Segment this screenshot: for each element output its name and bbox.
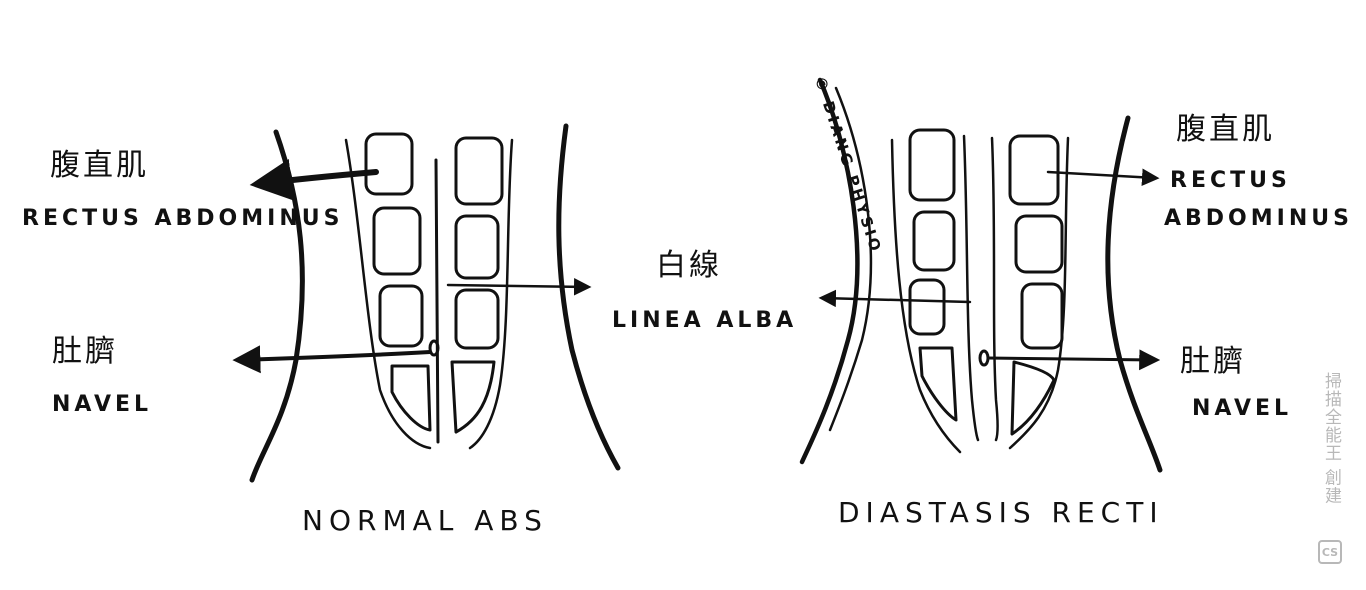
diastasis-recti-figure: [799, 77, 1163, 473]
right-ab-block: [908, 128, 956, 202]
left-body-outline-right: [556, 123, 621, 471]
right-rectus-label-en-1: RECTUS: [1170, 168, 1291, 193]
right-sheath-left-outer: [890, 138, 962, 454]
left-navel-mark: [428, 339, 440, 357]
normal-abs-figure: [232, 123, 621, 483]
normal-abs-caption: NORMAL ABS: [302, 504, 548, 537]
right-navel-label-en: NAVEL: [1192, 396, 1293, 421]
right-rectus-label-en-2: ABDOMINUS: [1164, 206, 1353, 231]
left-rectus-arrow: [249, 158, 379, 201]
right-body-outline-right: [1105, 115, 1163, 473]
right-sheath-right-inner: [990, 136, 999, 442]
right-ab-block: [1014, 214, 1064, 274]
linea-alba-label-en: LINEA ALBA: [612, 308, 798, 333]
right-ab-block: [1008, 134, 1060, 206]
right-ab-block: [1010, 360, 1056, 436]
right-linea-alba-arrow: [818, 289, 972, 308]
left-navel-arrow: [232, 345, 432, 374]
scanner-watermark: 掃描全能王 創建: [1321, 372, 1341, 505]
credit-band-inner: [828, 86, 873, 432]
right-ab-block: [1020, 282, 1064, 350]
left-ab-block: [390, 364, 432, 432]
left-rectus-label-en: RECTUS ABDOMINUS: [22, 206, 344, 231]
linea-alba-arrow: [446, 278, 592, 296]
left-sheath-right: [468, 138, 514, 450]
linea-alba-label-cn: 白線: [656, 248, 722, 283]
right-rectus-arrow: [1046, 168, 1160, 186]
left-ab-block: [454, 288, 500, 350]
right-sheath-right-outer: [1008, 136, 1070, 450]
right-ab-block: [918, 346, 958, 422]
right-ab-block: [912, 210, 956, 272]
left-ab-block: [372, 206, 422, 276]
left-navel-label-en: NAVEL: [52, 392, 153, 417]
left-ab-block: [454, 214, 500, 280]
left-ab-block: [454, 136, 504, 206]
left-ab-block: [364, 132, 414, 196]
left-sheath-left: [344, 138, 432, 450]
left-rectus-label-cn: 腹直肌: [50, 148, 149, 183]
left-ab-block: [450, 360, 496, 434]
diastasis-recti-caption: DIASTASIS RECTI: [838, 496, 1164, 529]
right-rectus-label-cn: 腹直肌: [1176, 112, 1275, 147]
credit-band-outline: [799, 77, 860, 465]
left-ab-block: [378, 284, 424, 348]
right-navel-label-cn: 肚臍: [1180, 344, 1246, 379]
scanner-logo-icon: CS: [1318, 540, 1342, 564]
right-navel-arrow: [986, 349, 1161, 371]
left-linea-alba: [434, 158, 440, 444]
right-ab-block: [908, 278, 946, 336]
right-sheath-left-inner: [962, 134, 980, 442]
left-navel-label-cn: 肚臍: [52, 334, 118, 369]
